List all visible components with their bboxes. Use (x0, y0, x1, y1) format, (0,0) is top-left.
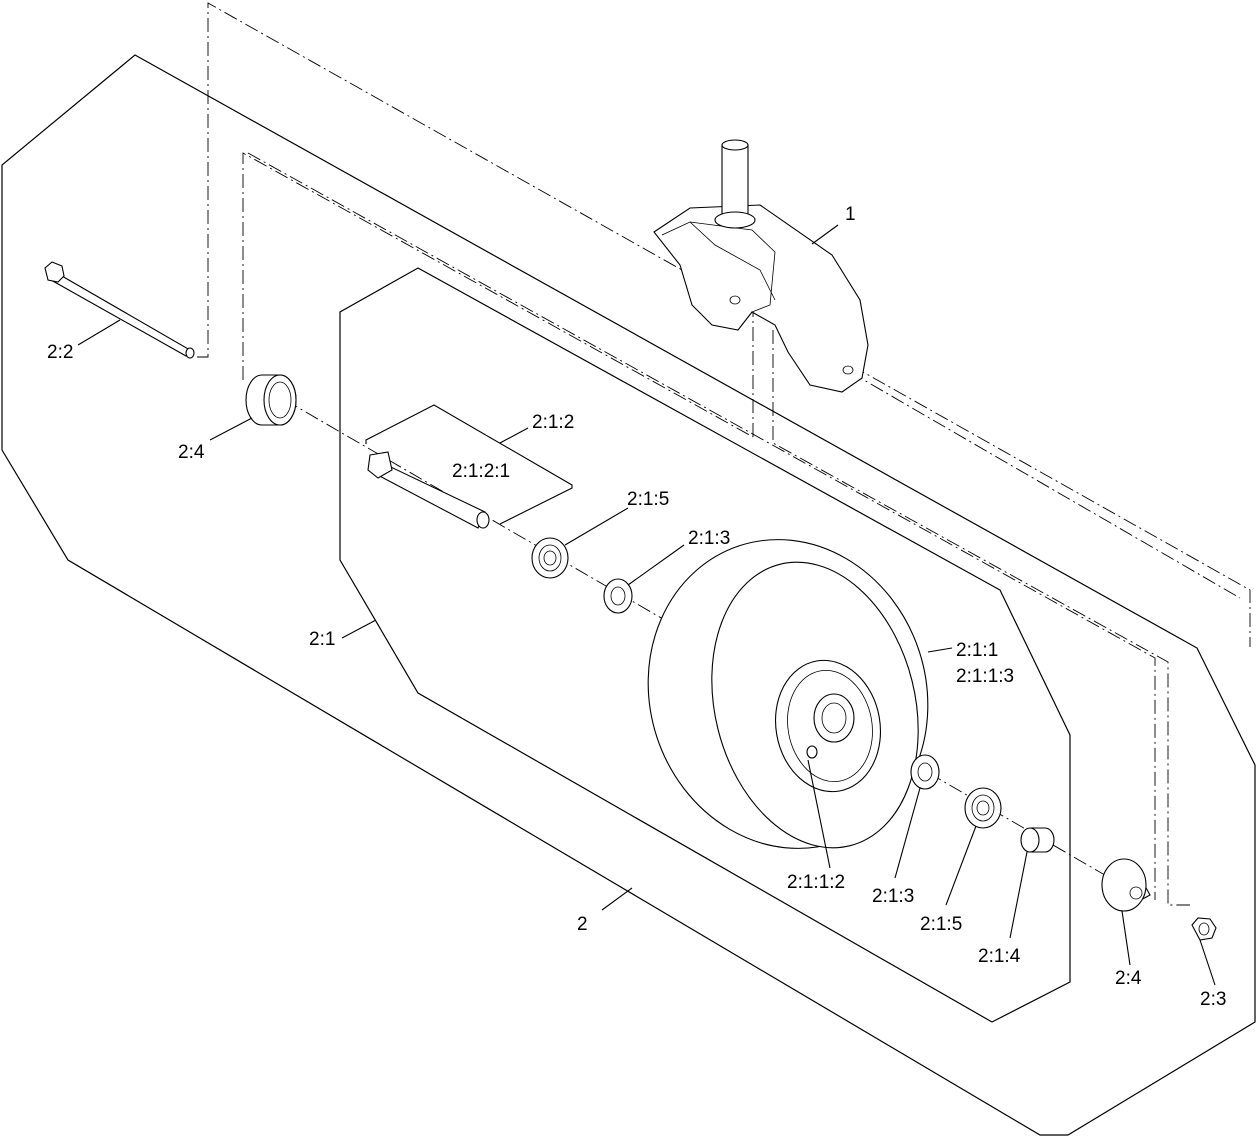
caster-fork (653, 139, 869, 393)
callout-2-1-1: 2:1:1 (956, 640, 998, 661)
spacer-right (1101, 858, 1151, 912)
spacer-left (245, 374, 297, 426)
callout-2-1-5-left: 2:1:5 (627, 489, 669, 510)
callout-2-1-2: 2:1:2 (532, 412, 574, 433)
callout-1: 1 (845, 204, 856, 225)
callout-2-1-4: 2:1:4 (978, 946, 1021, 967)
callout-2-1-3-left: 2:1:3 (688, 528, 730, 549)
nut (1191, 917, 1217, 941)
seal-right (964, 787, 1002, 829)
callout-2-1-1-2: 2:1:1:2 (787, 872, 845, 893)
callout-2-2: 2:2 (47, 342, 73, 363)
callout-2-1-1-3: 2:1:1:3 (956, 666, 1014, 687)
callout-2-3: 2:3 (1200, 989, 1226, 1010)
assembly-2-boundary (1, 54, 1256, 1136)
tire (647, 539, 929, 849)
callout-2-1-5-right: 2:1:5 (920, 914, 962, 935)
leader-lines (77, 224, 1216, 986)
callout-2-4-right: 2:4 (1115, 968, 1142, 989)
bearing-right (910, 754, 940, 790)
bushing (1020, 827, 1055, 853)
subassembly-2-1-boundary (339, 267, 1071, 1023)
axle-sleeve (367, 451, 490, 529)
callout-2: 2 (577, 914, 588, 935)
seal-left (531, 537, 569, 579)
axle-bolt (44, 261, 195, 359)
callout-2-1-3-right: 2:1:3 (872, 886, 914, 907)
callout-2-1: 2:1 (309, 629, 335, 650)
callout-2-4-left: 2:4 (178, 442, 205, 463)
callout-2-1-2-1: 2:1:2:1 (452, 461, 510, 482)
bearing-left (603, 578, 633, 614)
axle-group-bracket (365, 404, 573, 525)
